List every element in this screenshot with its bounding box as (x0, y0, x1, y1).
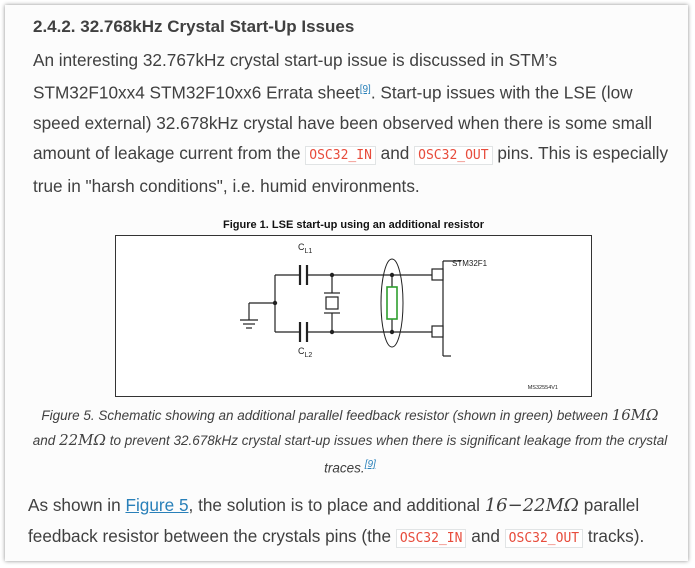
schematic-diagram: CL1 CL2 STM32F1 MS32554V1 (240, 242, 558, 391)
section-heading: 2.4.2. 32.768kHz Crystal Start-Up Issues (33, 17, 355, 36)
paragraph-solution: As shown in Figure 5, the solution is to… (28, 490, 678, 554)
para2-text-4: and (466, 526, 505, 546)
code-osc32-out: OSC32_OUT (414, 145, 493, 165)
chip-label: STM32F1 (452, 259, 488, 268)
crystal-symbol (325, 296, 339, 310)
caption-text-2: and (32, 433, 60, 448)
footnote-ref-9[interactable]: [9] (360, 84, 371, 95)
cl2-label: CL2 (298, 346, 312, 359)
figure-5-link[interactable]: Figure 5 (125, 495, 189, 515)
figure-title: Figure 1. LSE start-up using an addition… (223, 219, 484, 231)
para2-text-2: , the solution is to place and additiona… (188, 495, 485, 515)
code-osc32-out-2: OSC32_OUT (504, 529, 584, 548)
caption-text-3: to prevent 32.678kHz crystal start-up is… (105, 433, 668, 476)
para2-text-3: parallel feedback resistor between the c… (28, 495, 640, 546)
code-osc32-in-2: OSC32_IN (395, 529, 467, 548)
para2-text-1: As shown in (28, 495, 126, 515)
schematic-figure: Figure 1. LSE start-up using an addition… (115, 219, 592, 397)
figure-code: MS32554V1 (528, 385, 558, 391)
para2-text-5: tracks). (583, 526, 645, 546)
feedback-resistor (386, 286, 398, 320)
caption-text-1: Figure 5. Schematic showing an additiona… (41, 408, 612, 423)
pin-osc32-in (431, 268, 444, 281)
para1-text-2: . Start-up issues with the LSE (low spee… (33, 82, 653, 163)
para2-math-range: 16−22MΩ (484, 495, 579, 516)
schematic-box: CL1 CL2 STM32F1 MS32554V1 (115, 235, 592, 397)
para1-text-3: and (375, 142, 415, 163)
code-osc32-in: OSC32_IN (305, 145, 376, 165)
highlight-ellipse (380, 258, 404, 348)
paragraph-intro: An interesting 32.767kHz crystal start-u… (33, 45, 673, 201)
footnote-link[interactable]: [9] (359, 84, 371, 95)
caption-footnote-link[interactable]: [9] (364, 459, 376, 470)
section-content: 2.4.2. 32.768kHz Crystal Start-Up Issues… (33, 15, 673, 201)
figure-caption: Figure 5. Schematic showing an additiona… (30, 403, 670, 481)
cl1-label: CL1 (298, 242, 312, 255)
para1-text-4: pins. This is especially true in "harsh … (33, 142, 669, 196)
pin-osc32-out (431, 325, 444, 338)
caption-math-16: 16MΩ (611, 406, 659, 424)
para1-text-1: An interesting 32.767kHz crystal start-u… (33, 50, 558, 103)
caption-math-22: 22MΩ (59, 431, 106, 449)
